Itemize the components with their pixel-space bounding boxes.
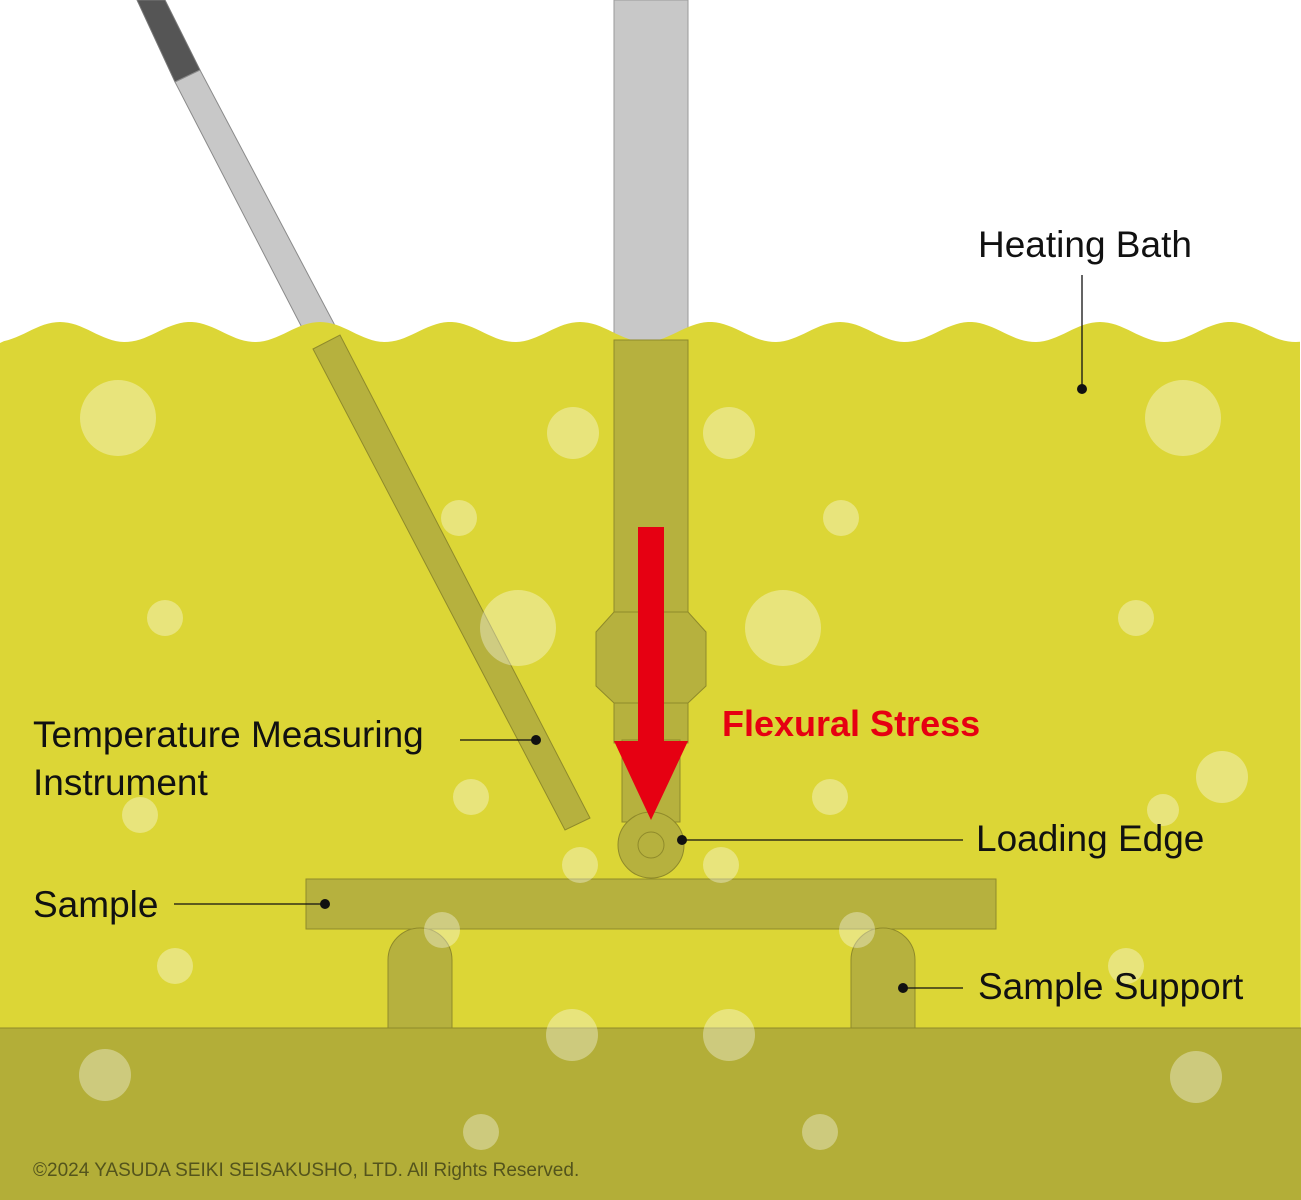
loading-rod-upper [613,0,689,346]
bubble [1147,794,1179,826]
heating-bath-label: Heating Bath [978,224,1192,265]
bubble [79,1049,131,1101]
bubble [1170,1051,1222,1103]
bubble [1118,600,1154,636]
bubble [1196,751,1248,803]
bubble [424,912,460,948]
bubble [812,779,848,815]
bubble [547,407,599,459]
sample-support-label: Sample Support [978,966,1244,1007]
temperature-instrument-label-line2: Instrument [33,762,208,803]
dot-sample [320,899,330,909]
bubble [122,797,158,833]
bubble [703,1009,755,1061]
bubble [703,407,755,459]
temperature-instrument-label-line1: Temperature Measuring [33,714,424,755]
sample-support-right [850,927,916,1029]
sample-label: Sample [33,884,159,925]
sample-support-left [387,927,453,1029]
bubble [157,948,193,984]
bubbles [79,380,1248,1150]
loading-edge-roller-center [637,831,665,859]
bubble [147,600,183,636]
bubble [441,500,477,536]
leader-dots [320,384,1087,993]
loading-edge-label: Loading Edge [976,818,1205,859]
bubble [823,500,859,536]
bubble [480,590,556,666]
dot-loading-edge [677,835,687,845]
thermometer-submerged [312,334,591,831]
bubble [802,1114,838,1150]
bubble [463,1114,499,1150]
sample-bar [305,878,997,930]
copyright-notice: ©2024 YASUDA SEIKI SEISAKUSHO, LTD. All … [33,1160,580,1181]
bubble [562,847,598,883]
flexural-stress-arrow [614,527,688,820]
bubble [1108,948,1144,984]
loading-edge-roller [617,811,685,879]
bubble [839,912,875,948]
dot-temperature [531,735,541,745]
bubble [745,590,821,666]
bubble [80,380,156,456]
dot-heating-bath [1077,384,1087,394]
bubble [453,779,489,815]
flexural-stress-label: Flexural Stress [722,703,981,744]
bubble [546,1009,598,1061]
bath-floor [0,1028,1301,1200]
dot-sample-support [898,983,908,993]
bubble [703,847,739,883]
leader-lines [174,275,1083,989]
bubble [1145,380,1221,456]
